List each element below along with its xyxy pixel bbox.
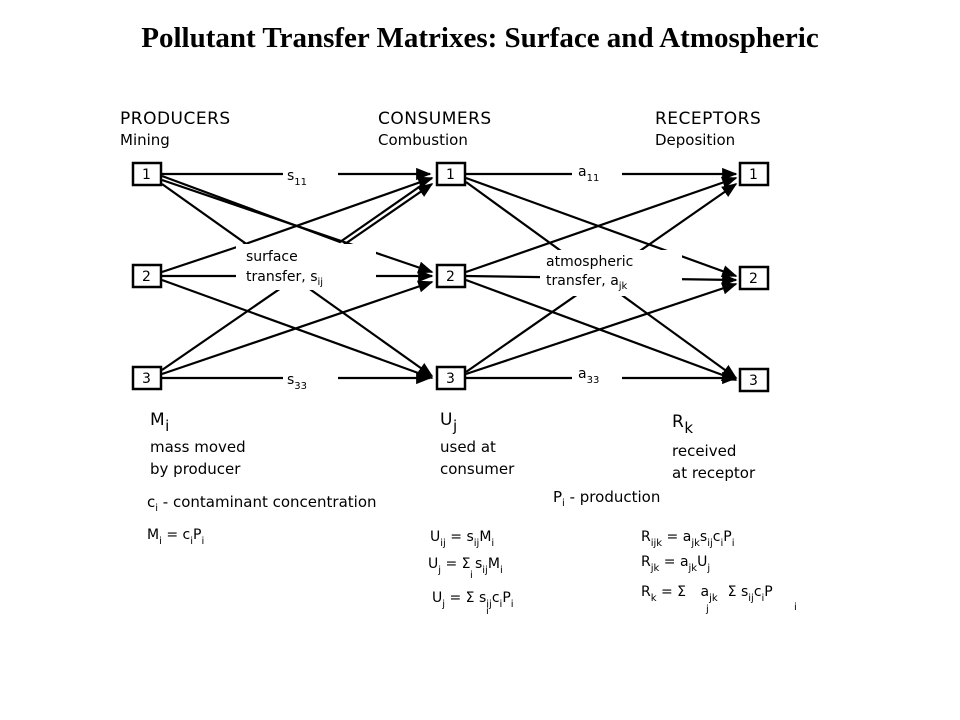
receptor-desc-1: received xyxy=(672,442,736,460)
receptors-activity: Deposition xyxy=(655,131,735,149)
edge-label-a11: a11 xyxy=(578,164,599,184)
edge-p3-c2 xyxy=(161,280,434,376)
page-title: Pollutant Transfer Matrixes: Surface and… xyxy=(141,22,819,54)
contaminant-legend: ci - contaminant concentration xyxy=(147,493,377,514)
producer-node-2-label: 2 xyxy=(142,269,151,285)
edge-label-s33: s33 xyxy=(287,372,307,392)
edge-c3-r2 xyxy=(465,282,738,376)
equation-u-j-mass-sum-index: i xyxy=(470,570,473,581)
surface-edges xyxy=(161,167,434,385)
receptor-symbol: Rk xyxy=(672,412,694,437)
consumer-desc-1: used at xyxy=(440,438,496,456)
edge-p2-c1 xyxy=(161,176,434,274)
equation-m: Mi = ciPi xyxy=(147,527,204,547)
consumer-symbol: Uj xyxy=(440,410,458,435)
receptor-node-1 xyxy=(738,161,770,187)
edge-p1-c1-via-surface xyxy=(161,174,433,244)
receptor-summary: Rk received at receptor xyxy=(672,412,756,482)
equation-u-ij: Uij = sijMi xyxy=(430,529,494,549)
equation-r-jk: Rjk = ajkUj xyxy=(641,554,710,574)
edge-c1-r2 xyxy=(465,176,738,278)
producer-symbol: Mi xyxy=(150,410,170,435)
consumer-node-2 xyxy=(435,263,467,289)
production-legend: Pi - production xyxy=(553,488,660,509)
receptor-nodes: 1 2 3 xyxy=(738,161,770,393)
atmos-transfer-line1: atmospheric xyxy=(546,254,633,270)
equation-u-j-production-sum-index: i xyxy=(486,606,489,617)
consumers-activity: Combustion xyxy=(378,131,468,149)
receptor-node-3-label: 3 xyxy=(749,373,758,389)
consumer-nodes: 1 2 3 xyxy=(435,161,467,391)
surface-label-bg xyxy=(236,244,376,290)
atmos-transfer-line2: transfer, ajk xyxy=(546,273,628,292)
consumer-node-3 xyxy=(435,365,467,391)
consumer-desc-2: consumer xyxy=(440,460,515,478)
edge-c2-r1 xyxy=(465,176,738,274)
producer-desc-2: by producer xyxy=(150,460,241,478)
producer-node-3-label: 3 xyxy=(142,371,151,387)
atmos-label-bg xyxy=(540,250,682,296)
producers-heading: PRODUCERS xyxy=(120,109,231,129)
consumer-summary: Uj used at consumer xyxy=(440,410,515,478)
receptor-node-1-label: 1 xyxy=(749,167,758,183)
producer-desc-1: mass moved xyxy=(150,438,246,456)
equation-r-k-sum-j-index: j xyxy=(705,604,709,615)
equation-r-k-sum-i-index: i xyxy=(794,602,797,613)
consumer-node-1-label: 1 xyxy=(446,167,455,183)
equation-u-j-production: Uj = Σ sijciPi xyxy=(432,590,514,610)
producer-node-1 xyxy=(131,161,163,187)
surface-transfer-line1: surface xyxy=(246,249,298,265)
receptor-node-2-label: 2 xyxy=(749,271,758,287)
producer-node-2 xyxy=(131,263,163,289)
consumer-node-2-label: 2 xyxy=(446,269,455,285)
edge-label-s11: s11 xyxy=(287,168,307,188)
producers-activity: Mining xyxy=(120,131,170,149)
equation-u-j-mass: Uj = Σ sijMi xyxy=(428,556,503,576)
equation-r-ijk: Rijk = ajksijciPi xyxy=(641,529,734,549)
producer-summary: Mi mass moved by producer xyxy=(150,410,246,478)
producer-nodes: 1 2 3 xyxy=(131,161,163,391)
consumer-node-1 xyxy=(435,161,467,187)
edge-label-a33: a33 xyxy=(578,366,599,386)
consumer-node-3-label: 3 xyxy=(446,371,455,387)
receptor-desc-2: at receptor xyxy=(672,464,756,482)
receptor-node-2 xyxy=(738,265,770,291)
surface-transfer-line2: transfer, sij xyxy=(246,269,323,288)
receptor-node-3 xyxy=(738,367,770,393)
producer-node-1-label: 1 xyxy=(142,167,151,183)
consumers-heading: CONSUMERS xyxy=(378,109,492,129)
producer-node-3 xyxy=(131,365,163,391)
receptors-heading: RECEPTORS xyxy=(655,109,761,129)
atmospheric-edges xyxy=(465,167,738,385)
